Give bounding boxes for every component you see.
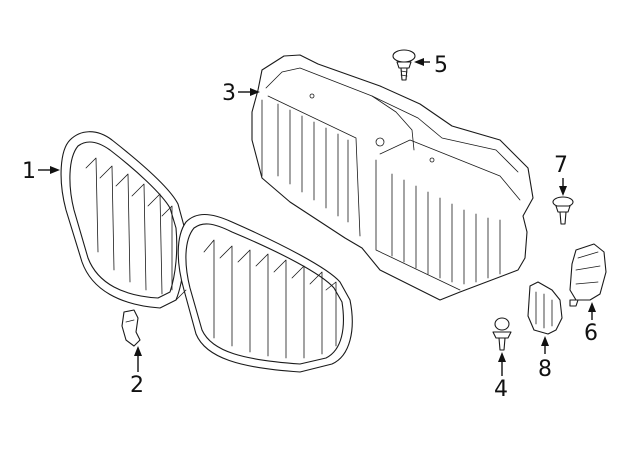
callout-5-label: 5 (434, 53, 448, 78)
push-pin-part-4 (492, 317, 512, 351)
carrier-left-slats (277, 103, 349, 223)
callout-5: 5 (414, 53, 448, 78)
callout-2-label: 2 (130, 373, 144, 398)
callout-6: 6 (584, 302, 598, 346)
bracket-part-2 (121, 309, 141, 347)
air-guide-part-8 (527, 281, 563, 335)
grille-carrier-part-3 (251, 54, 534, 301)
screw-part-5 (392, 49, 416, 81)
side-bracket-part-6 (569, 243, 607, 307)
callout-3-label: 3 (222, 81, 236, 106)
callout-1: 1 (22, 159, 60, 184)
callout-7-label: 7 (554, 153, 568, 178)
callout-8: 8 (538, 336, 552, 382)
callout-2: 2 (130, 346, 144, 398)
callout-3: 3 (222, 81, 260, 106)
callout-8-label: 8 (538, 357, 552, 382)
kidney-grille-right (175, 213, 353, 373)
kidney-grille-left-part-1 (60, 131, 186, 309)
callout-4: 4 (494, 352, 508, 402)
callout-1-label: 1 (22, 159, 36, 184)
left-grille-vanes (85, 157, 173, 295)
carrier-right-slats (391, 173, 501, 285)
right-grille-vanes (203, 239, 337, 359)
callout-7: 7 (554, 153, 568, 196)
callout-4-label: 4 (494, 377, 508, 402)
callout-6-label: 6 (584, 321, 598, 346)
screw-part-7 (552, 196, 574, 225)
